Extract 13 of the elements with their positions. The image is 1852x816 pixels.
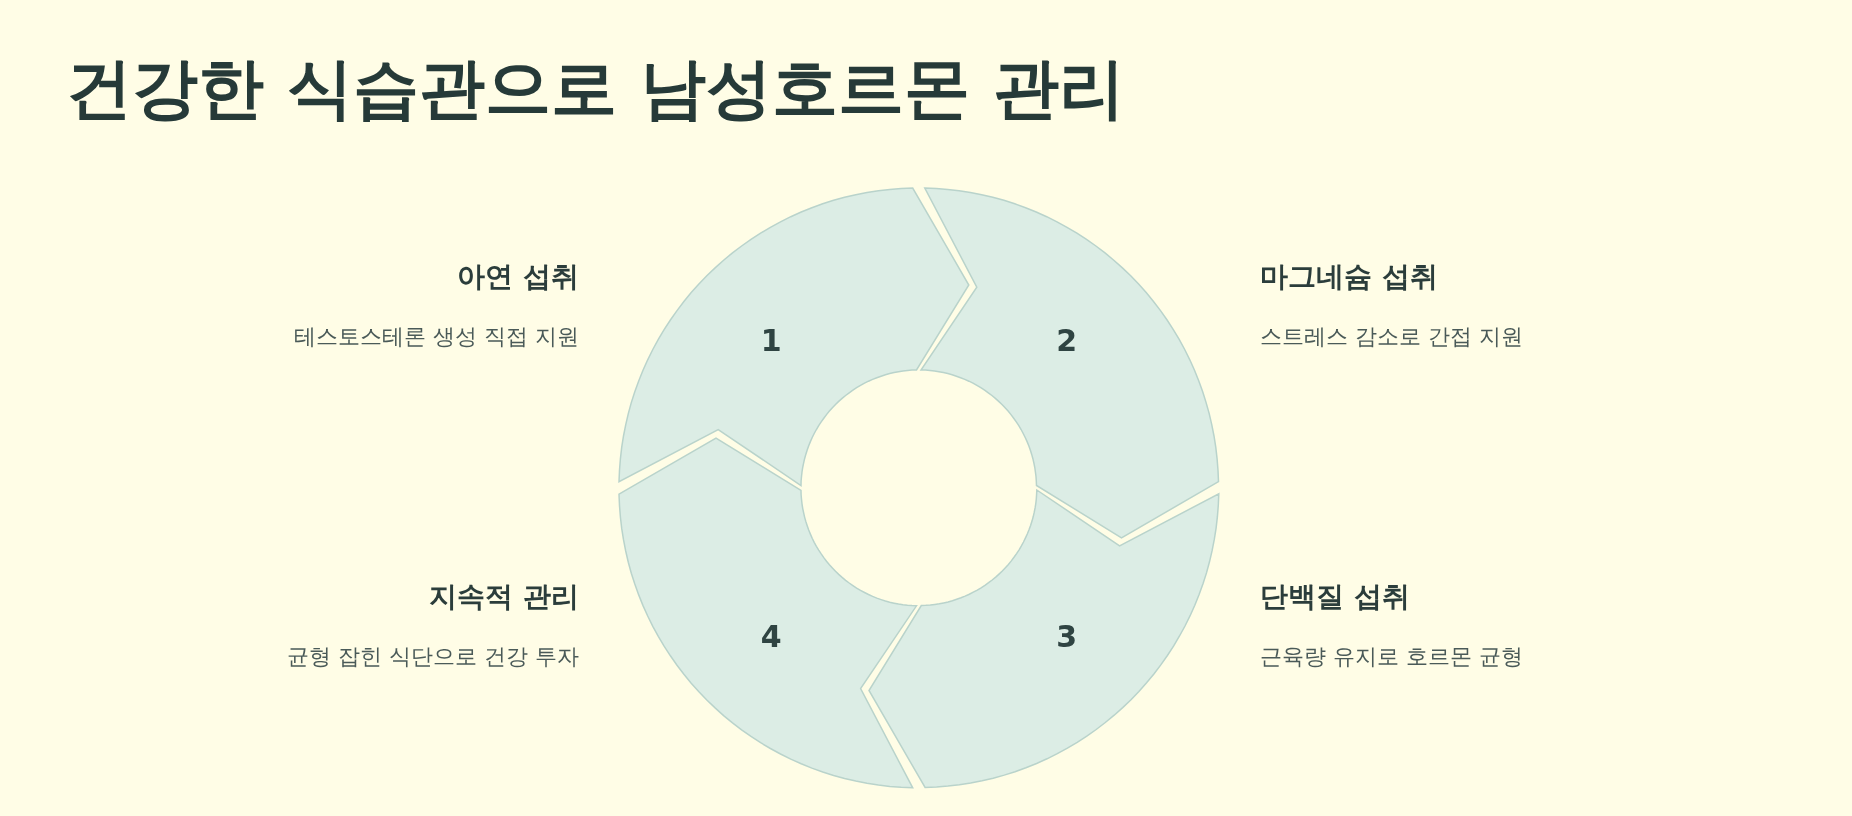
step-description: 균형 잡힌 식단으로 건강 투자 [287,643,579,671]
step-description: 스트레스 감소로 간접 지원 [1260,323,1523,351]
step-description: 근육량 유지로 호르몬 균형 [1260,643,1523,671]
step-number: 2 [1056,322,1078,358]
step-title: 단백질 섭취 [1260,579,1410,615]
step-number: 3 [1056,618,1078,654]
step-number: 1 [760,322,782,358]
step-title: 마그네슘 섭취 [1260,259,1438,295]
title: 건강한 식습관으로 남성호르몬 관리 [66,49,1125,129]
step-title: 아연 섭취 [457,259,579,295]
step-number: 4 [760,618,782,654]
step-description: 테스토스테론 생성 직접 지원 [294,323,579,351]
step-title: 지속적 관리 [429,579,579,615]
